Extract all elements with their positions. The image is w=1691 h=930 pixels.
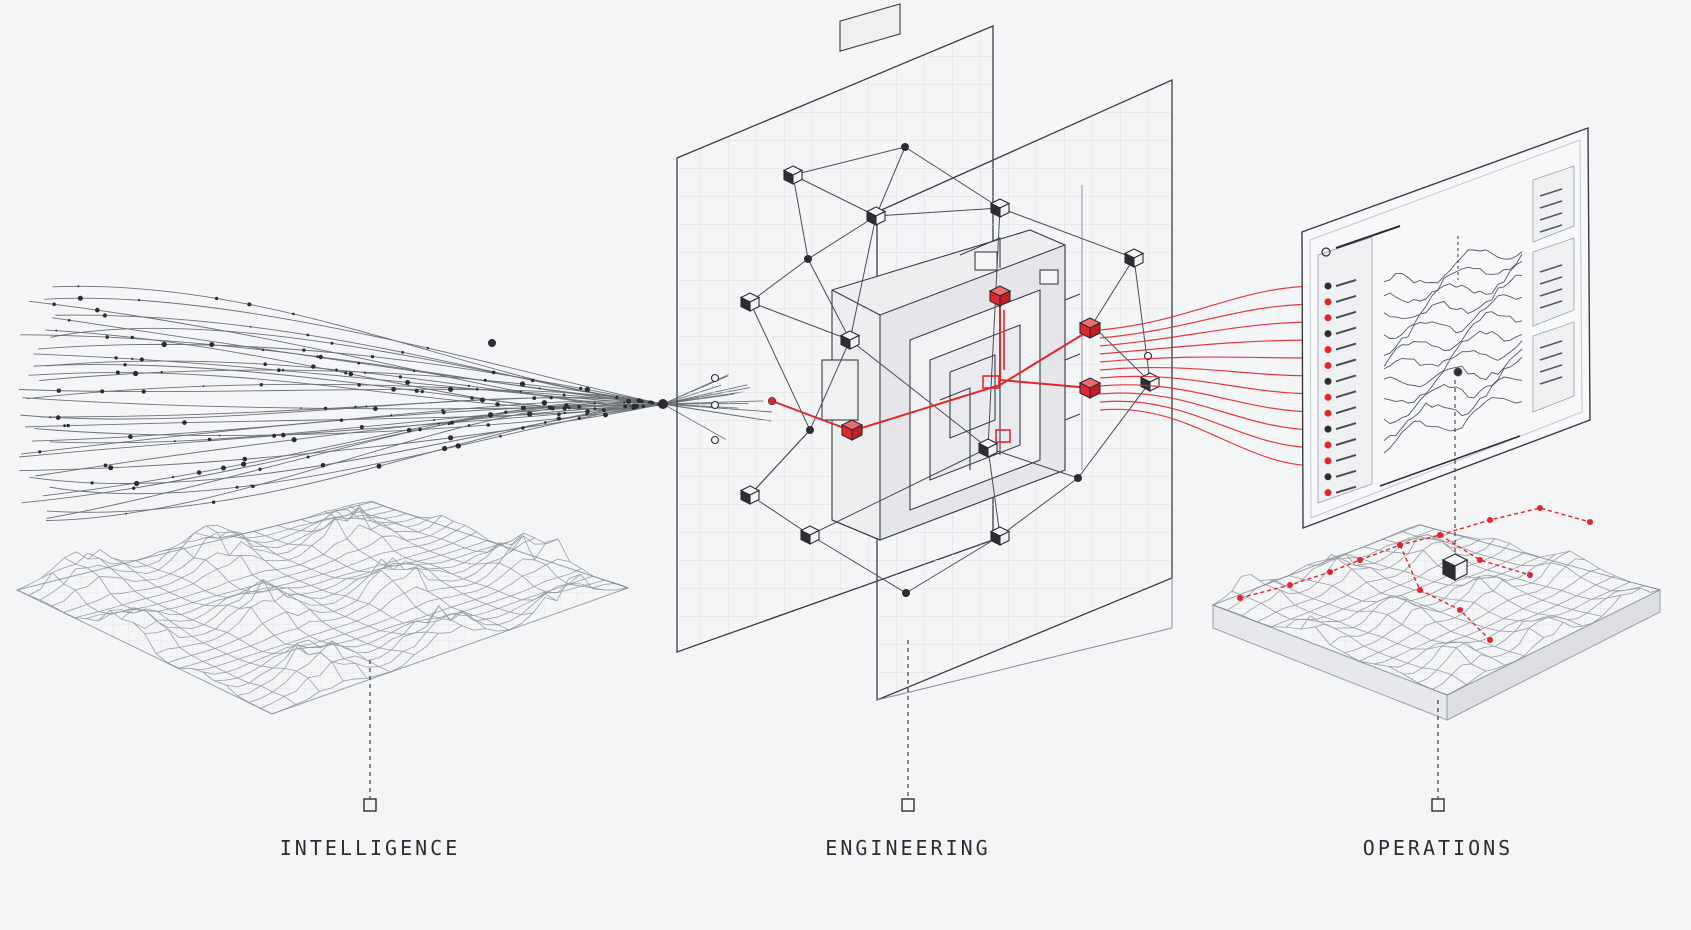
graph-node: [804, 255, 812, 263]
graph-node-cube-icon: [739, 485, 761, 505]
operations-callout: [1431, 700, 1445, 812]
port-node: [710, 435, 720, 445]
engineering-callout: [901, 640, 915, 812]
graph-node-cube-icon: [839, 330, 861, 350]
section-label-engineering: ENGINEERING: [825, 836, 991, 860]
section-label-intelligence: INTELLIGENCE: [279, 836, 461, 860]
section-label-operations: OPERATIONS: [1362, 836, 1514, 860]
port-node-active: [768, 397, 776, 405]
graph-node: [902, 589, 910, 597]
graph-node-active-cube-icon: [1078, 377, 1102, 399]
operations-links: [1099, 285, 1319, 467]
graph-node-active-cube-icon: [1078, 317, 1102, 339]
graph-node-cube-icon: [865, 206, 887, 226]
graph-node: [901, 143, 909, 151]
stream-particles: [38, 285, 668, 515]
graph-node: [806, 426, 814, 434]
graph-node-cube-icon: [989, 198, 1011, 218]
node-graph-nodes: [710, 143, 1161, 597]
graph-node-cube-icon: [782, 165, 804, 185]
port-node: [710, 400, 720, 410]
node-graph-edges: [749, 146, 1151, 594]
graph-node-active-cube-icon: [840, 419, 864, 441]
graph-node-cube-icon: [977, 438, 999, 458]
node-graph-active-path: [771, 298, 1091, 433]
operations-locator-cube-icon: [1441, 553, 1469, 581]
graph-node: [1074, 474, 1082, 482]
engine-core: [821, 3, 1083, 541]
port-node: [710, 373, 720, 383]
graph-node-cube-icon: [989, 526, 1011, 546]
graph-node-cube-icon: [739, 292, 761, 312]
intelligence-callout: [363, 660, 377, 812]
operations-dashboard: [1301, 127, 1591, 530]
intelligence-terrain: [15, 500, 630, 715]
graph-node-cube-icon: [799, 525, 821, 545]
graph-node-cube-icon: [1139, 372, 1161, 392]
operations-terrain: [1211, 380, 1662, 721]
port-node: [1143, 351, 1153, 361]
graph-node-active-cube-icon: [988, 285, 1012, 307]
graph-node-cube-icon: [1123, 248, 1145, 268]
